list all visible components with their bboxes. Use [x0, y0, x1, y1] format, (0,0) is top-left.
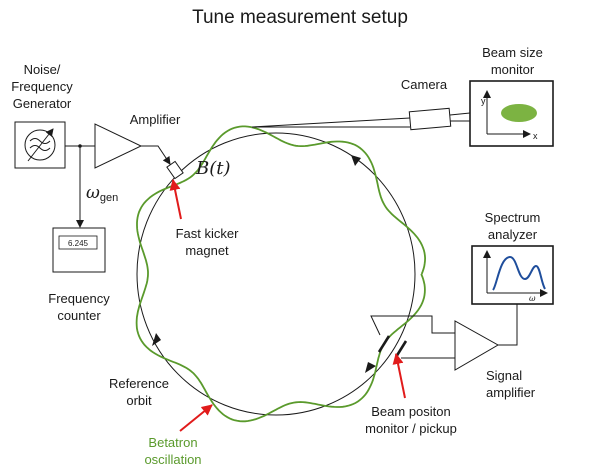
- generator-label: Noise/ Frequency Generator: [11, 62, 73, 111]
- frequency-counter-box: [52, 227, 106, 273]
- amplifier-label: Amplifier: [129, 112, 181, 127]
- bpm-electrode-upper: [377, 335, 391, 353]
- frequency-counter-label: Frequency counter: [48, 291, 110, 323]
- counter-display: [58, 235, 98, 250]
- wire-amp-to-kicker: [141, 145, 171, 165]
- omega-subscript: gen: [99, 192, 119, 204]
- spectrum-trace: [492, 255, 546, 291]
- wire-amp-to-analyzer: [498, 304, 518, 346]
- beam-size-monitor-label: Beam size monitor: [482, 45, 543, 77]
- orbit-direction-arrow: [351, 155, 361, 166]
- generator-dial: [24, 129, 56, 161]
- orbit-direction-arrow: [365, 362, 376, 373]
- omega-gen-label: ωgen: [86, 185, 126, 207]
- kicker-pointer-arrow: [169, 179, 182, 220]
- counter-value: 6.245: [68, 239, 89, 248]
- noise-generator: [14, 121, 66, 169]
- omega-symbol: ω: [86, 183, 100, 203]
- wire-pickup-upper: [370, 315, 455, 336]
- bpm-pointer-arrow: [392, 353, 406, 399]
- camera-box: [408, 107, 452, 131]
- signal-amplifier-label: Signal amplifier: [486, 368, 536, 400]
- kicker-magnet: [166, 160, 184, 180]
- betatron-label: Betatron oscillation: [144, 435, 202, 467]
- monitor-x-label: x: [533, 131, 538, 141]
- camera-label: Camera: [400, 77, 448, 92]
- camera-view-line: [251, 117, 411, 128]
- kicker-label: Fast kicker magnet: [175, 226, 239, 258]
- camera-cable: [449, 112, 471, 116]
- generator-wave-icon: [29, 138, 51, 144]
- spectrum-axis-label: ω: [529, 294, 536, 303]
- orbit-direction-arrow: [152, 333, 161, 346]
- reference-orbit-ring: [136, 132, 416, 416]
- generator-wave-icon: [29, 145, 51, 151]
- monitor-y-label: y: [481, 96, 486, 106]
- amplifier-triangle: [94, 123, 143, 169]
- reference-orbit-label: Reference orbit: [109, 376, 169, 408]
- generator-sweep-arrow: [27, 128, 54, 162]
- betatron-oscillation-trace: [135, 125, 427, 423]
- diagram-title: Tune measurement setup: [192, 7, 408, 28]
- bpm-label: Beam positon monitor / pickup: [365, 404, 457, 436]
- signal-amplifier-triangle: [454, 320, 500, 371]
- field-label: B(t): [196, 158, 231, 179]
- betatron-pointer-arrow: [179, 404, 213, 432]
- spectrum-analyzer-label: Spectrum analyzer: [484, 210, 541, 242]
- beam-spot: [501, 104, 537, 122]
